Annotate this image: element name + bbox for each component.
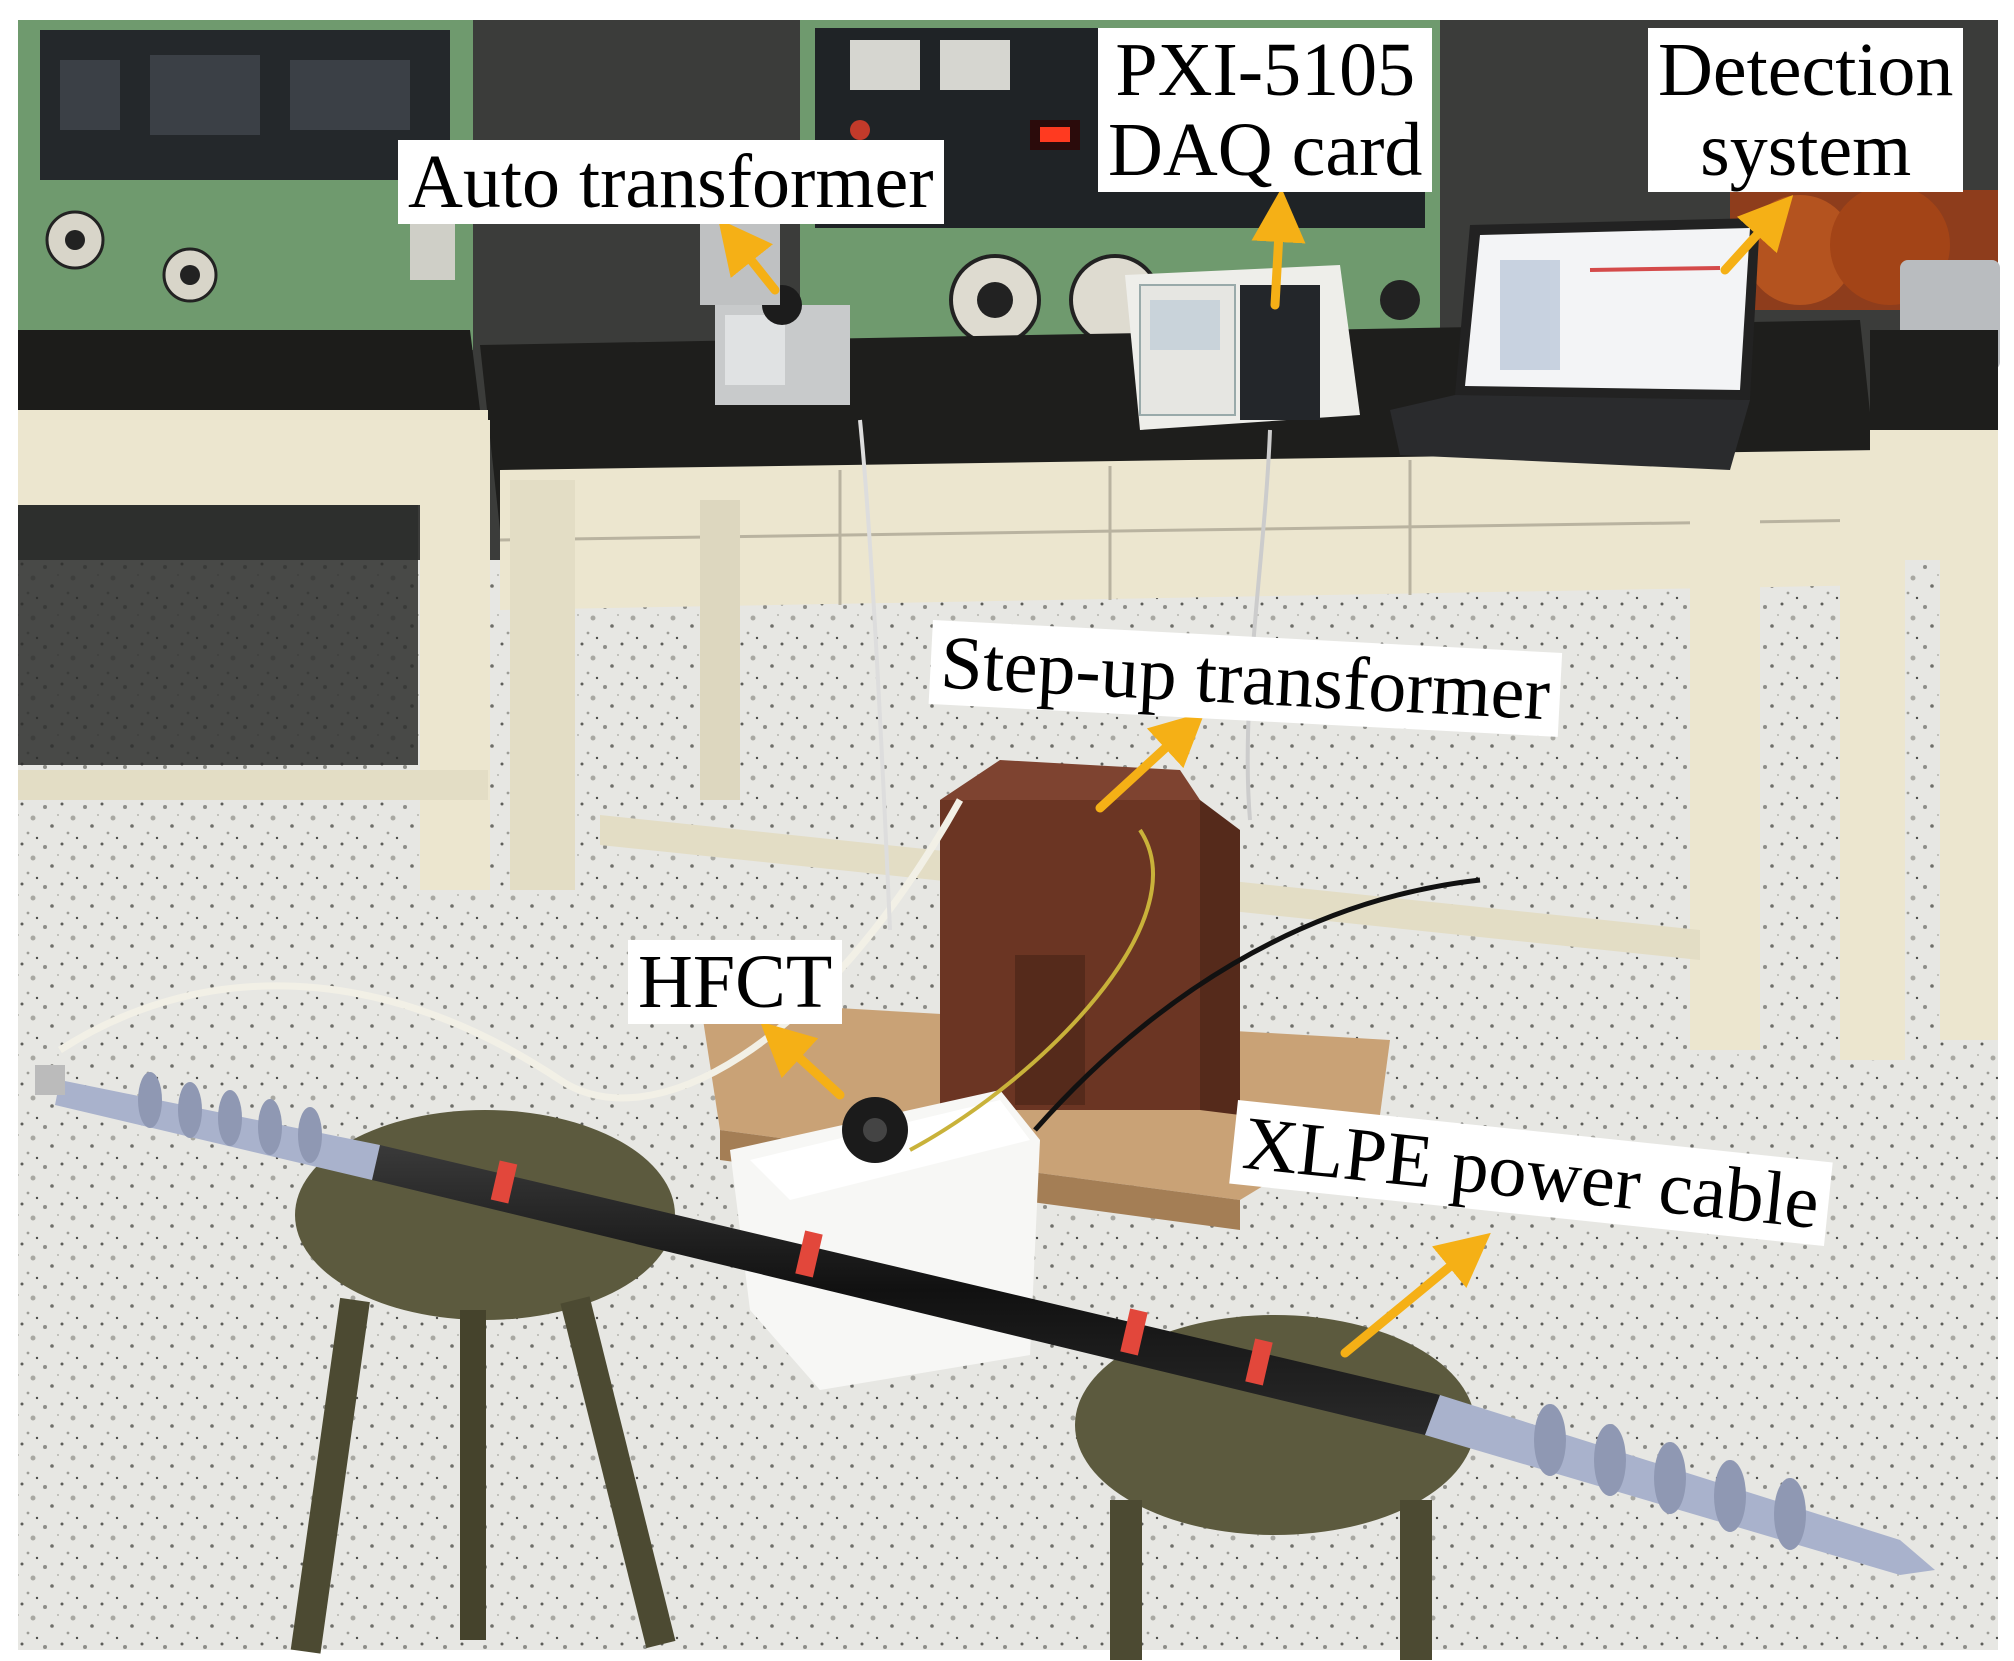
daq-card-label-line1: PXI-5105 bbox=[1115, 28, 1416, 112]
hfct-label: HFCT bbox=[628, 940, 843, 1024]
laptop bbox=[1390, 218, 1760, 470]
step-up-transformer-arrow bbox=[1095, 711, 1205, 813]
daq-chassis bbox=[1125, 265, 1360, 430]
auto-transformer-label: Auto transformer bbox=[398, 140, 944, 224]
auto-transformer-arrow bbox=[718, 218, 780, 295]
benches bbox=[18, 320, 1998, 1060]
photo-content bbox=[18, 20, 2000, 1660]
xlpe-cable bbox=[35, 1065, 1935, 1575]
daq-card-label-line2: DAQ card bbox=[1108, 108, 1423, 192]
cable-arrow bbox=[1340, 1232, 1491, 1358]
annotation-arrows bbox=[718, 188, 1794, 1358]
hfct-arrow bbox=[760, 1021, 845, 1100]
detection-system-label-line2: system bbox=[1700, 108, 1912, 192]
detection-system-label-line1: Detection bbox=[1658, 28, 1954, 112]
detection-system-arrow bbox=[1720, 195, 1794, 275]
daq-card-arrow bbox=[1251, 188, 1306, 310]
detection-system-label: Detection system bbox=[1648, 28, 1964, 192]
daq-card-label: PXI-5105 DAQ card bbox=[1098, 28, 1433, 192]
